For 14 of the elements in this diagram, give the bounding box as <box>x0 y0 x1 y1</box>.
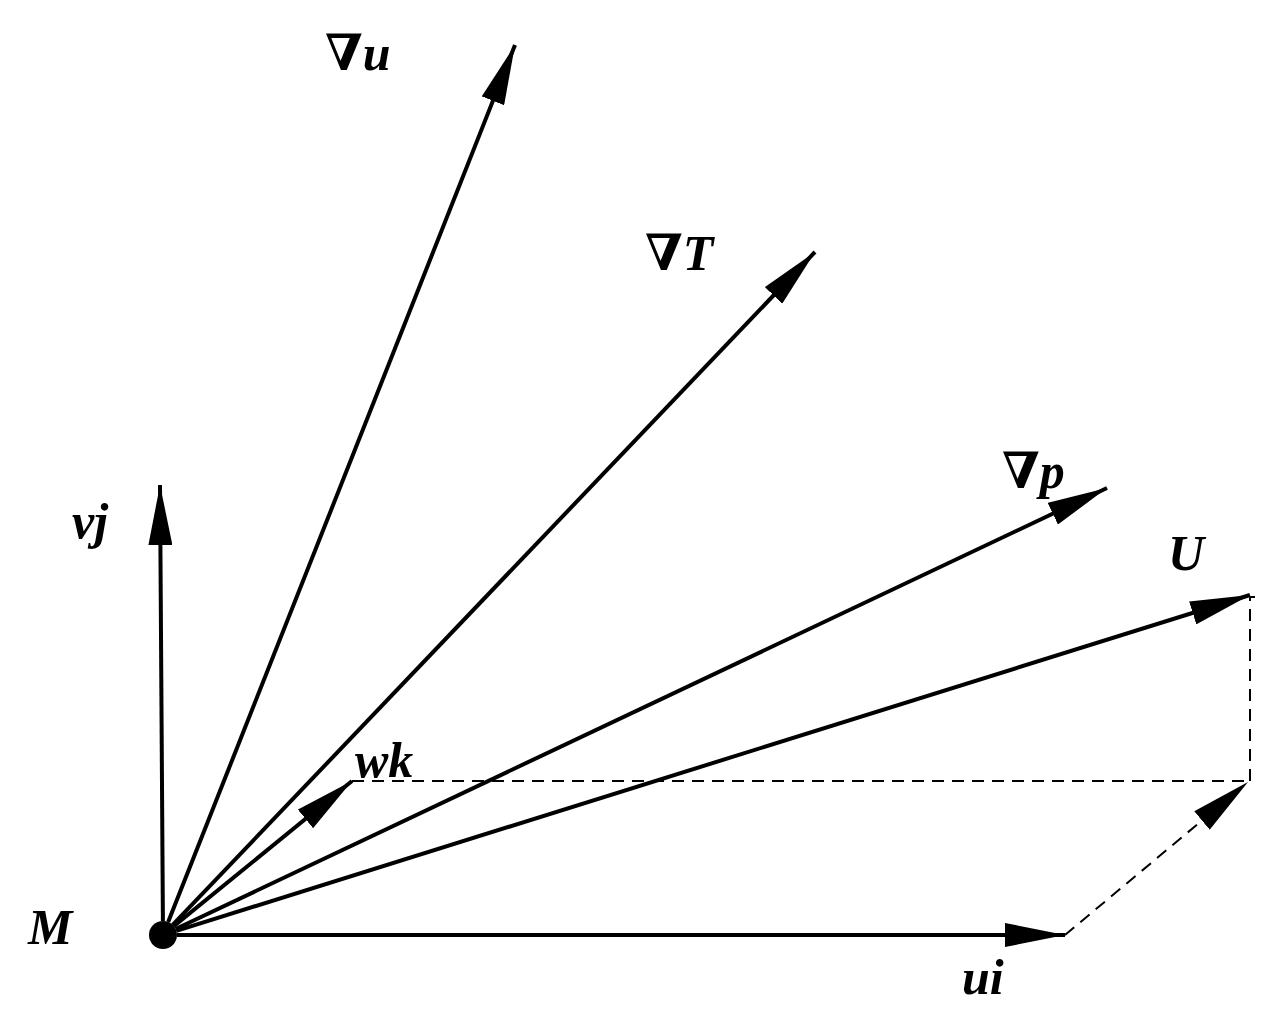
vector-arrow <box>177 923 1065 947</box>
vector-label: ui <box>962 952 1004 1002</box>
vector-label: ∇u <box>325 28 391 78</box>
vector-label: U <box>1168 528 1205 578</box>
vector-arrow <box>174 486 1108 931</box>
origin-point <box>149 921 177 949</box>
vector-label: wk <box>355 735 414 785</box>
vector-arrow <box>172 779 354 928</box>
vector-label: ∇T <box>645 228 714 278</box>
vector-arrow <box>171 250 817 927</box>
vector-arrow <box>148 485 173 921</box>
vector-arrow <box>166 44 517 923</box>
point-label: M <box>28 902 73 952</box>
vector-arrow <box>175 593 1251 933</box>
